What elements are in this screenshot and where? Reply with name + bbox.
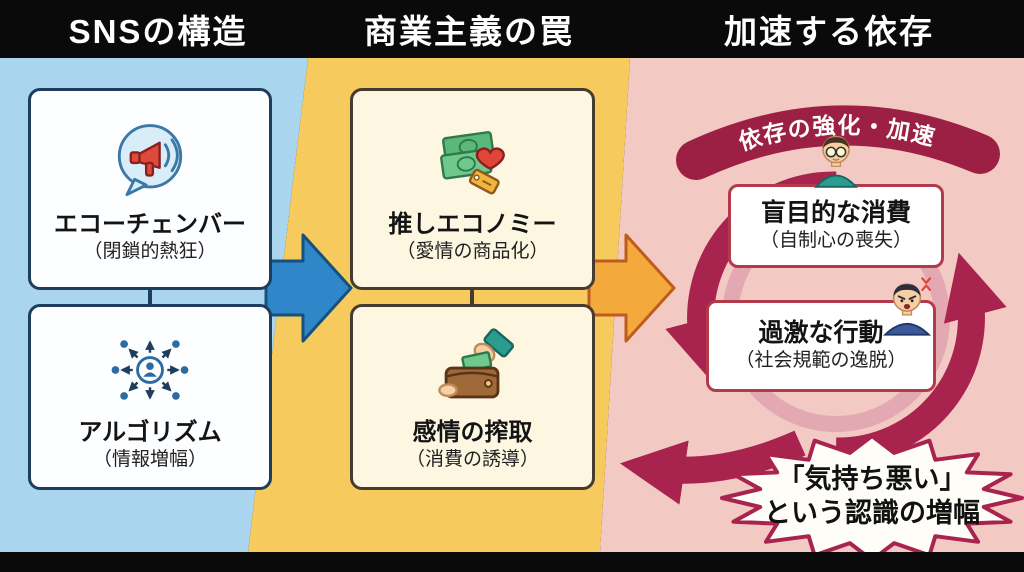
megaphone-echo-icon	[102, 114, 198, 210]
header-title-commerce: 商業主義の罠	[364, 13, 574, 50]
header-title-dependency: 加速する依存	[724, 13, 934, 50]
card-oshi-economy: 推しエコノミー （愛情の商品化）	[350, 88, 595, 290]
card-subtitle: （愛情の商品化）	[396, 240, 549, 262]
card-echo-chamber: エコーチェンバー （閉鎖的熱狂）	[28, 88, 272, 290]
card-title: 過激な行動	[758, 319, 884, 348]
network-diffusion-icon	[102, 322, 198, 418]
wallet-hand-icon	[425, 322, 521, 418]
card-blind-consumption: 盲目的な消費 （自制心の喪失）	[728, 184, 944, 268]
card-title: 推しエコノミー	[388, 210, 557, 238]
sns-cards-connector	[148, 289, 152, 305]
card-algorithm: アルゴリズム （情報増幅）	[28, 304, 272, 490]
card-subtitle: （自制心の喪失）	[759, 230, 912, 252]
commerce-cards-connector	[470, 289, 474, 305]
header-title-sns: SNSの構造	[68, 13, 248, 50]
header-bar: SNSの構造 商業主義の罠 加速する依存	[0, 0, 1024, 58]
card-title: アルゴリズム	[78, 418, 222, 446]
angry-person-icon	[874, 272, 940, 336]
card-emotional-exploitation: 感情の搾取 （消費の誘導）	[350, 304, 595, 490]
card-subtitle: （消費の誘導）	[405, 448, 539, 470]
card-subtitle: （閉鎖的熱狂）	[83, 240, 217, 262]
money-heart-tag-icon	[425, 114, 521, 210]
card-subtitle: （社会規範の逸脱）	[735, 350, 907, 372]
card-title: エコーチェンバー	[54, 210, 246, 238]
footer-bar	[0, 552, 1024, 572]
card-title: 盲目的な消費	[760, 199, 911, 228]
card-subtitle: （情報増幅）	[92, 448, 207, 470]
person-glasses-icon	[804, 126, 868, 188]
card-title: 感情の搾取	[412, 418, 533, 446]
